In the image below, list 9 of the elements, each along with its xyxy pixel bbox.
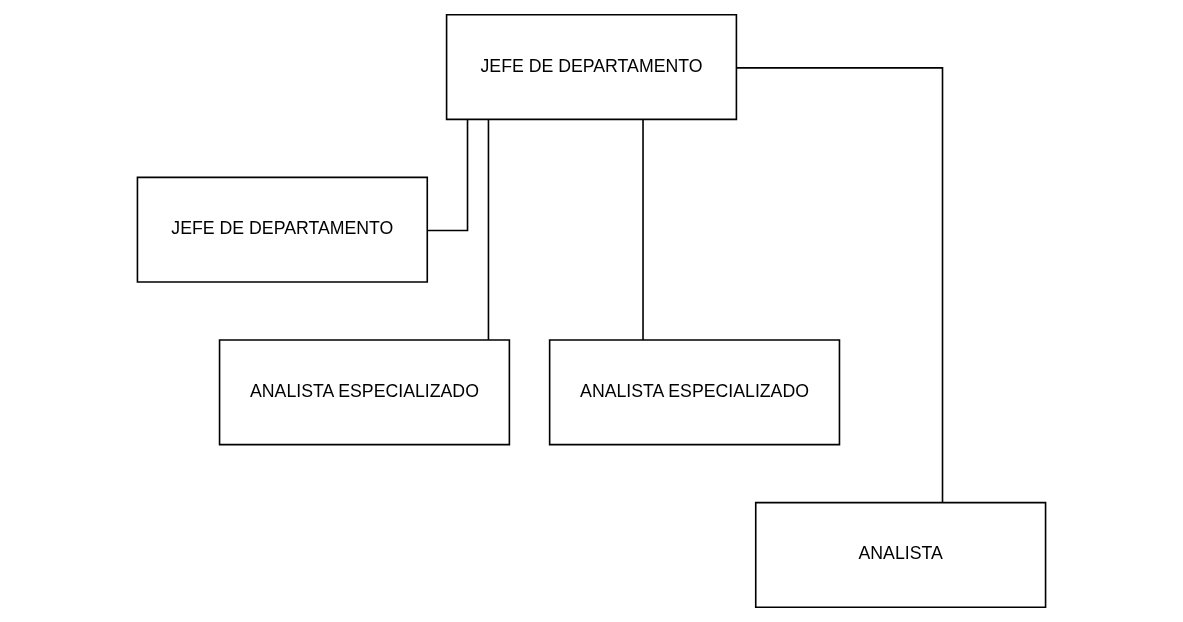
connector (642, 119, 644, 341)
connector (736, 67, 944, 504)
node-box: ANALISTA ESPECIALIZADO (218, 339, 511, 446)
node-box: JEFE DE DEPARTAMENTO (445, 13, 738, 121)
node-box: JEFE DE DEPARTAMENTO (136, 176, 429, 283)
node-box: ANALISTA (754, 501, 1047, 609)
connector (426, 118, 469, 232)
connector (487, 119, 490, 341)
node-box: ANALISTA ESPECIALIZADO (548, 339, 841, 446)
